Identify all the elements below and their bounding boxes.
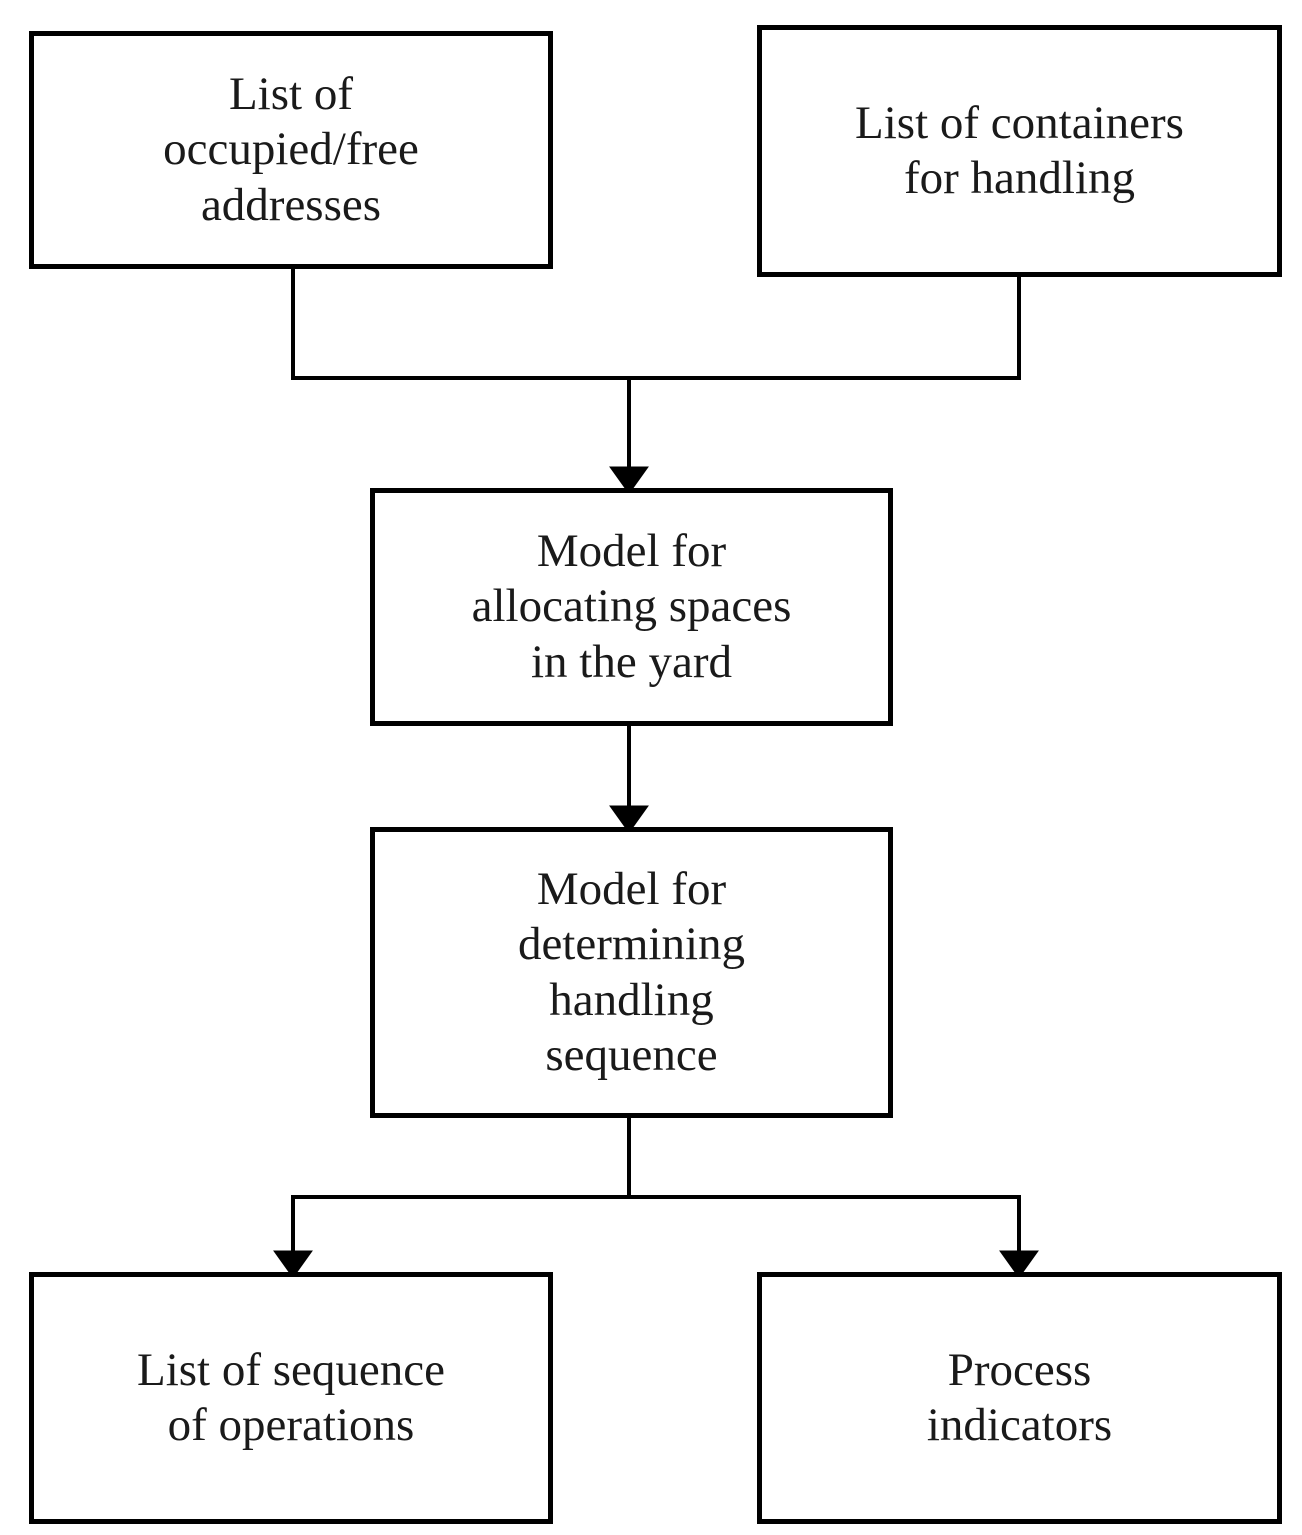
node-containers-for-handling: List of containers for handling [757, 25, 1282, 277]
node-sequence-of-operations: List of sequence of operations [29, 1272, 553, 1524]
edge-handling-sequence-to-process-indicators [629, 1195, 1039, 1279]
node-occupied-free-addresses: List of occupied/free addresses [29, 31, 553, 269]
node-handling-sequence: Model for determining handling sequence [370, 827, 893, 1118]
node-containers-for-handling-label: List of containers for handling [855, 96, 1184, 204]
node-process-indicators: Process indicators [757, 1272, 1282, 1524]
edge-occupied-free-addresses-to-allocating-spaces [291, 269, 629, 380]
node-sequence-of-operations-label: List of sequence of operations [136, 1343, 445, 1451]
node-handling-sequence-label: Model for determining handling sequence [517, 862, 746, 1081]
edge-containers-for-handling-to-allocating-spaces [629, 277, 1021, 380]
node-allocating-spaces-label: Model for allocating spaces in the yard [471, 524, 792, 688]
node-allocating-spaces: Model for allocating spaces in the yard [370, 488, 893, 726]
edge-handling-sequence-to-sequence-of-operations [273, 1195, 629, 1279]
node-occupied-free-addresses-label: List of occupied/free addresses [163, 67, 419, 231]
node-process-indicators-label: Process indicators [926, 1343, 1113, 1451]
